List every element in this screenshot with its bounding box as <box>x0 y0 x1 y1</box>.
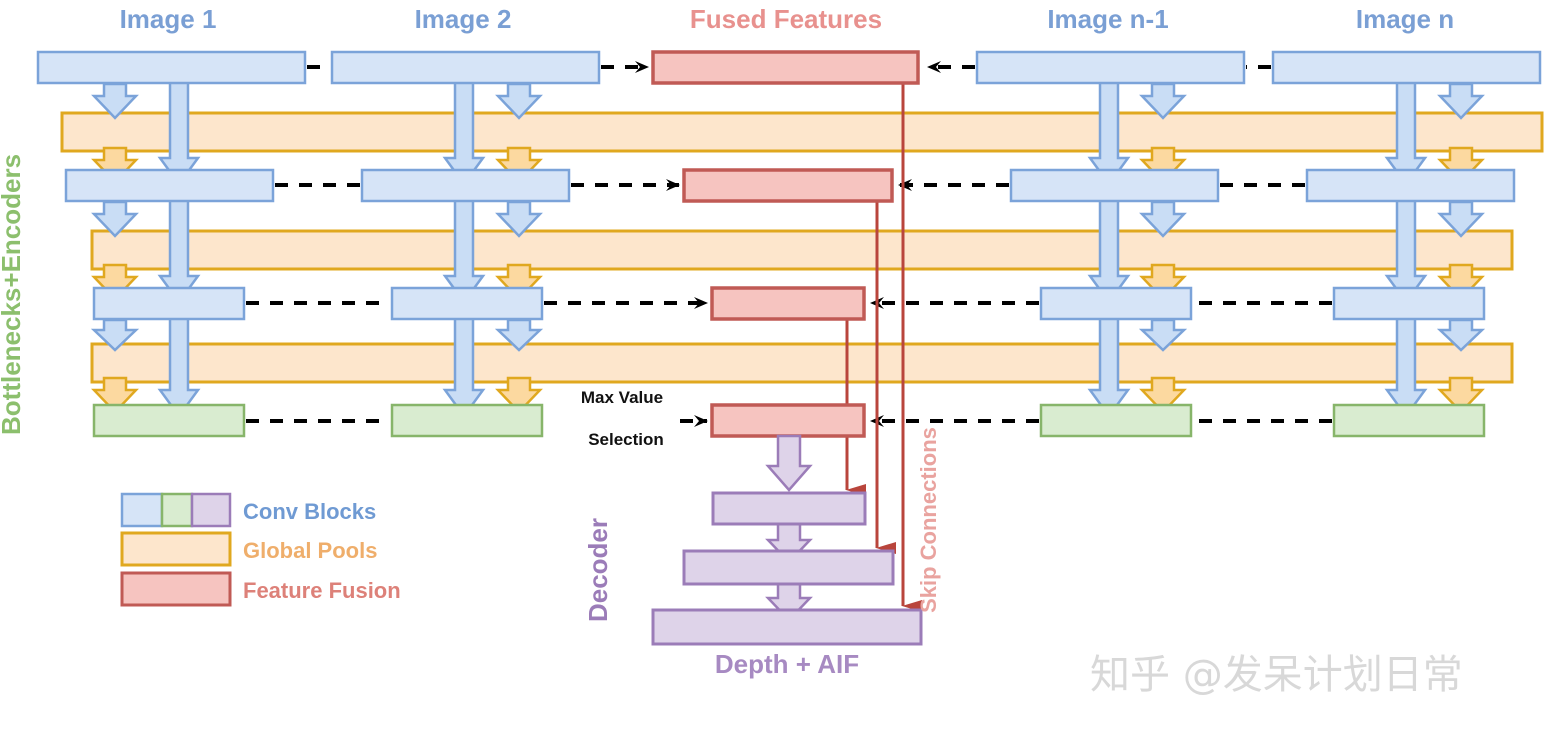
conv-block <box>975 50 1246 85</box>
bottleneck-block <box>1332 403 1486 438</box>
arrow-into-pool <box>495 82 543 120</box>
col-image-2 <box>330 50 601 438</box>
decoder-block <box>682 549 895 586</box>
stem-arrow-blue <box>157 312 201 419</box>
conv-block <box>1332 286 1486 321</box>
legend-swatch-purple <box>190 492 232 528</box>
legend-swatch-blue <box>120 492 164 528</box>
arrow-into-pool <box>1437 200 1485 238</box>
title-row: Image 1 Image 2 Fused Features Image n-1… <box>120 4 1455 34</box>
fusion-block <box>710 403 866 438</box>
stem-arrow-blue <box>1384 312 1428 419</box>
legend-item-conv-blocks: Conv Blocks <box>120 492 376 528</box>
arrow-out-of-pool <box>1437 376 1485 414</box>
stem-arrow-blue <box>1087 312 1131 419</box>
side-label-bottlenecks-encoders: Bottlenecks+Encoders <box>0 154 26 435</box>
arrow-out-of-pool <box>1139 376 1187 414</box>
col-image-n <box>1271 50 1542 438</box>
conv-block <box>1009 168 1220 203</box>
decoder-group: Decoder Depth + AIF <box>583 434 923 679</box>
conv-block <box>360 168 571 203</box>
arrow-out-of-pool <box>91 376 139 414</box>
decoder-label: Decoder <box>583 518 613 622</box>
title-image-n: Image n <box>1356 4 1454 34</box>
side-label-group: Bottlenecks+Encoders <box>0 154 26 435</box>
stem-arrow-blue <box>442 312 486 419</box>
arrow-into-pool <box>91 200 139 238</box>
fusion-block <box>710 286 866 321</box>
conv-block <box>92 286 246 321</box>
global-pool-bars <box>60 111 1544 384</box>
arrow-into-pool <box>90 318 140 352</box>
global-pool-bar <box>90 229 1514 271</box>
bottleneck-block <box>1039 403 1193 438</box>
fusion-blocks <box>651 50 920 438</box>
output-label: Depth + AIF <box>715 649 859 679</box>
conv-block <box>390 286 544 321</box>
col-image-n-1 <box>975 50 1246 438</box>
legend-item-feature-fusion: Feature Fusion <box>120 571 401 607</box>
conv-block <box>1271 50 1542 85</box>
legend-swatch-green <box>160 492 194 528</box>
title-image-1: Image 1 <box>120 4 217 34</box>
arrow-into-pool <box>91 82 139 120</box>
global-pool-bar <box>90 342 1514 384</box>
col-image-1 <box>36 50 307 438</box>
bottleneck-block <box>92 403 246 438</box>
legend-label-conv-blocks: Conv Blocks <box>243 499 376 524</box>
conv-block <box>330 50 601 85</box>
legend-swatch-pink <box>120 571 232 607</box>
arrow-into-pool <box>1436 318 1486 352</box>
arrow-into-pool <box>1138 318 1188 352</box>
arrow-out-of-pool <box>495 376 543 414</box>
arrow-into-pool <box>1139 200 1187 238</box>
decoder-arrow <box>765 434 813 492</box>
legend-label-global-pools: Global Pools <box>243 538 377 563</box>
fusion-links <box>246 61 1332 427</box>
watermark: 知乎 @发呆计划日常 <box>1090 652 1463 698</box>
title-fused-features: Fused Features <box>690 4 882 34</box>
max-value-selection-label: Max Value Selection <box>581 388 664 449</box>
conv-block <box>1039 286 1193 321</box>
title-image-n-1: Image n-1 <box>1047 4 1168 34</box>
skip-connections-label: Skip Connections <box>916 427 941 613</box>
max-value-text: Max Value <box>581 388 663 407</box>
selection-text: Selection <box>588 430 664 449</box>
conv-block <box>36 50 307 85</box>
conv-block <box>1305 168 1516 203</box>
global-pool-bar <box>60 111 1544 153</box>
arrow-into-pool <box>494 318 544 352</box>
arrow-into-pool <box>495 200 543 238</box>
decoder-block <box>651 608 923 646</box>
decoder-block <box>711 491 867 526</box>
fusion-block <box>651 50 920 85</box>
title-image-2: Image 2 <box>415 4 512 34</box>
legend-label-feature-fusion: Feature Fusion <box>243 578 401 603</box>
arrow-into-pool <box>1437 82 1485 120</box>
fusion-block <box>682 168 894 203</box>
arrow-into-pool <box>1139 82 1187 120</box>
conv-block <box>64 168 275 203</box>
legend-swatch-orange <box>120 531 232 567</box>
bottleneck-block <box>390 403 544 438</box>
legend-item-global-pools: Global Pools <box>120 531 377 567</box>
legend: Conv Blocks Global Pools Feature Fusion <box>120 492 401 607</box>
